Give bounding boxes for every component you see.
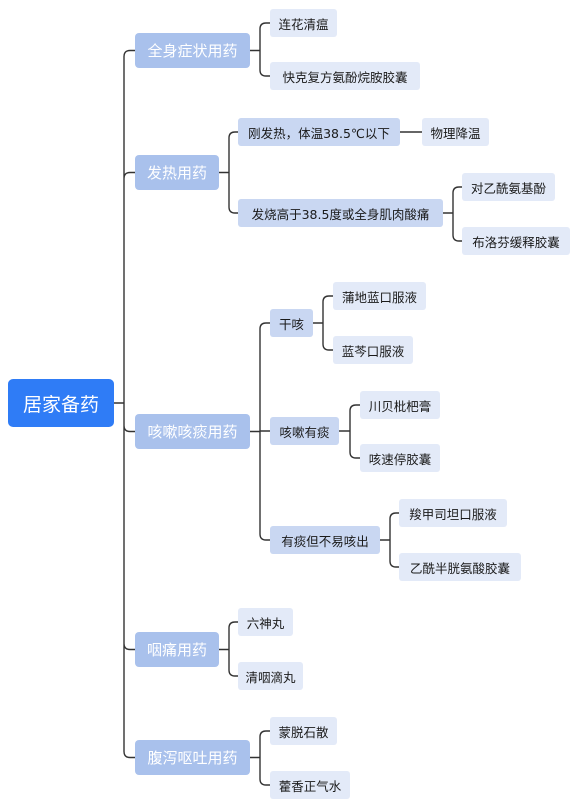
subcategory-dry-cough[interactable]: 干咳 bbox=[270, 309, 313, 337]
subcategory-cough-with-phlegm[interactable]: 咳嗽有痰 bbox=[270, 417, 339, 445]
drug-ibuprofen-sr[interactable]: 布洛芬缓释胶囊 bbox=[462, 227, 570, 255]
drug-qingyan-diwan[interactable]: 清咽滴丸 bbox=[238, 662, 303, 690]
connector-category-cough bbox=[250, 322, 270, 541]
connector-subcategory-hard-to-expectorate bbox=[380, 512, 399, 568]
drug-montmorillonite[interactable]: 蒙脱石散 bbox=[270, 717, 337, 745]
connector-root-node bbox=[114, 49, 135, 759]
connector-category-fever bbox=[219, 131, 238, 214]
drug-chuanbei-pipa[interactable]: 川贝枇杷膏 bbox=[360, 391, 440, 419]
drug-liushen-wan[interactable]: 六神丸 bbox=[238, 608, 293, 636]
drug-kesuting[interactable]: 咳速停胶囊 bbox=[360, 444, 440, 472]
subcategory-mild-fever[interactable]: 刚发热，体温38.5℃以下 bbox=[238, 118, 400, 146]
category-cough[interactable]: 咳嗽咳痰用药 bbox=[135, 414, 250, 449]
connector-category-sore-throat bbox=[219, 621, 238, 677]
subcategory-hard-to-expectorate[interactable]: 有痰但不易咳出 bbox=[270, 526, 380, 554]
category-sore-throat[interactable]: 咽痛用药 bbox=[135, 632, 219, 667]
connector-subcategory-cough-with-phlegm bbox=[339, 404, 360, 459]
drug-kuaike[interactable]: 快克复方氨酚烷胺胶囊 bbox=[270, 62, 420, 90]
drug-huoxiang-zhengqi[interactable]: 藿香正气水 bbox=[270, 771, 350, 799]
connector-category-systemic-symptoms bbox=[250, 22, 270, 77]
drug-pudilan[interactable]: 蒲地蓝口服液 bbox=[333, 282, 426, 310]
category-diarrhea-vomiting[interactable]: 腹泻呕吐用药 bbox=[135, 740, 250, 775]
method-physical-cooling[interactable]: 物理降温 bbox=[422, 118, 489, 146]
subcategory-high-fever[interactable]: 发烧高于38.5度或全身肌肉酸痛 bbox=[238, 199, 443, 227]
drug-acetylcysteine[interactable]: 乙酰半胱氨酸胶囊 bbox=[399, 553, 521, 581]
connector-category-diarrhea-vomiting bbox=[250, 730, 270, 786]
drug-lanqin[interactable]: 蓝芩口服液 bbox=[333, 336, 413, 364]
connector-subcategory-high-fever bbox=[443, 186, 462, 242]
drug-lianhua-qingwen[interactable]: 连花清瘟 bbox=[270, 9, 337, 37]
drug-carbocisteine[interactable]: 羧甲司坦口服液 bbox=[399, 499, 507, 527]
category-fever[interactable]: 发热用药 bbox=[135, 155, 219, 190]
category-systemic-symptoms[interactable]: 全身症状用药 bbox=[135, 33, 250, 68]
drug-acetaminophen[interactable]: 对乙酰氨基酚 bbox=[462, 173, 555, 201]
connector-subcategory-dry-cough bbox=[313, 295, 333, 351]
root-node[interactable]: 居家备药 bbox=[8, 379, 114, 427]
